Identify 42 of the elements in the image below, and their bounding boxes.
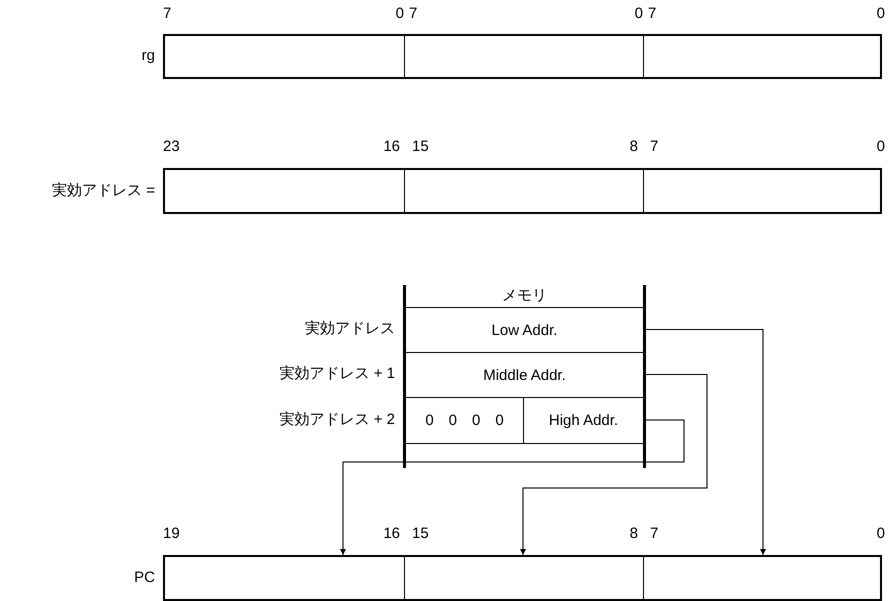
memory-cell: High Addr. [523, 397, 643, 443]
memory-cell: 0 0 0 0 [406, 397, 523, 443]
bit-number: 19 [163, 525, 180, 543]
row-label: rg [142, 47, 155, 65]
bit-number: 7 [650, 525, 658, 543]
bit-number: 8 [630, 525, 638, 543]
bit-number: 16 [383, 525, 400, 543]
bit-number: 23 [163, 138, 180, 156]
bit-number: 7 [650, 138, 658, 156]
column-heading: メモリ [501, 286, 548, 306]
row-label: 実効アドレス [305, 320, 395, 338]
row-label: 実効アドレス = [52, 182, 155, 200]
bit-field [163, 555, 404, 601]
bit-number: 8 [630, 138, 638, 156]
memory-cell: Middle Addr. [406, 352, 643, 397]
bit-field [404, 168, 643, 214]
bit-number: 15 [412, 138, 429, 156]
arrow [340, 420, 684, 556]
row-label: 実効アドレス + 2 [280, 411, 395, 429]
bit-number: 7 [163, 5, 172, 23]
row-label: 実効アドレス + 1 [280, 365, 395, 383]
bit-number: 0 [634, 5, 643, 23]
bit-number: 0 [396, 5, 404, 23]
bit-field [404, 34, 643, 79]
bit-field [643, 555, 882, 601]
bit-number: 7 [648, 5, 656, 23]
arrow [520, 374, 708, 556]
bit-number: 16 [383, 138, 400, 156]
bit-field [163, 34, 404, 79]
bit-number: 7 [409, 5, 418, 23]
bit-number: 0 [876, 5, 885, 23]
bit-number: 0 [876, 525, 885, 543]
arrow [646, 329, 766, 556]
memory-cell: Low Addr. [406, 307, 643, 352]
bit-number: 0 [876, 138, 885, 156]
bit-field [643, 34, 882, 79]
bit-field [163, 168, 404, 214]
bit-number: 15 [412, 525, 429, 543]
row-label: PC [134, 569, 155, 587]
bit-field [404, 555, 643, 601]
bit-field [643, 168, 882, 214]
memory-column [403, 285, 646, 468]
